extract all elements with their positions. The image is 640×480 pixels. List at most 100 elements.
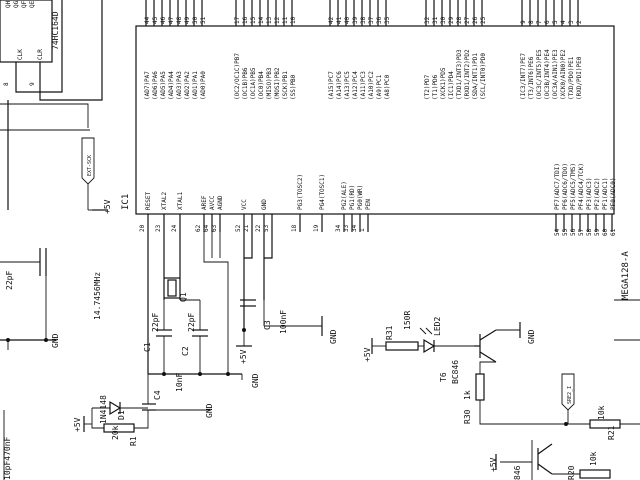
ic1-pf-pin-num: 59 [594, 228, 601, 236]
pin-pg0-name: PG0(WR) [357, 185, 364, 210]
sr-pin-clk: CLK [17, 49, 24, 60]
ic1-pf-pin-num: 57 [578, 228, 585, 236]
ic1-top-pin-name: (IC3/INT7)PE7 [520, 53, 527, 100]
d1-ref: D1 [117, 410, 126, 420]
ic1-top-pin-num: 36 [376, 16, 383, 24]
ic1-top-pin-name: (OC0)PB4 [258, 71, 265, 100]
ic1-top-pin-name: (AD2)PA2 [184, 71, 191, 100]
pin-reset-num: 20 [139, 224, 146, 232]
svg-text:+5V: +5V [73, 417, 82, 432]
ic1-top-pin-name: (T2)PD7 [424, 74, 431, 100]
c4-ref: C4 [153, 390, 162, 400]
ic1-body [135, 25, 615, 215]
pin-pg3-name: PG3(TOSC2) [297, 174, 304, 210]
pin-xtal2-num: 23 [155, 224, 162, 232]
ic1-top-pin-num: 39 [352, 16, 359, 24]
ic1-top-pin-num: 12 [274, 16, 281, 24]
ic1-top-pin-name: (A14)PC6 [336, 71, 343, 100]
ic1-top-pin-num: 49 [184, 16, 191, 24]
pin-vcc-num-52: 52 [235, 224, 242, 232]
ic1-top-pin-name: (AD1)PA1 [192, 71, 199, 100]
r31-value: 150R [403, 311, 412, 330]
pin-pg2-num: 34 [335, 224, 342, 232]
ic1-top-pin-name: (XCK0/AIN0)PE2 [560, 49, 567, 100]
ic1-top-pins: 44(AD7)PA745(AD6)PA646(AD5)PA547(AD4)PA4… [144, 0, 583, 100]
ic1-top-pin-name: (TXD1/INT3)PD3 [456, 49, 463, 100]
pin-avcc-num: 64 [203, 224, 210, 232]
ic1-top-pin-name: (OC2/OC1C)PB7 [234, 53, 241, 100]
pin-pen-name: PEN [365, 199, 372, 210]
ic1-pf-pin-name: PF5(ADC5/TMS) [570, 163, 577, 210]
ic1-top-pin-num: 40 [344, 16, 351, 24]
sr-pin-qh: QH [5, 0, 12, 8]
ic1-left-pins: RESET 20 XTAL2 23 XTAL1 24 AREF 62 AVCC … [139, 174, 372, 232]
ic1-top-pin-num: 4 [560, 20, 567, 24]
resistor-r30: R30 1k [463, 373, 485, 424]
ic1-part-number: MEGA128-A [621, 251, 631, 300]
ic1-top-pin-num: 3 [568, 20, 575, 24]
pin-pg1-name: PG1(RD) [349, 185, 356, 210]
resistor-r21: R21 10k [589, 405, 621, 440]
pin-xtal1-name: XTAL1 [177, 192, 184, 210]
svg-text:SRE2_I: SRE2_I [567, 386, 573, 404]
ic1-top-pin-num: 25 [480, 16, 487, 24]
ic1-pf-pin-num: 54 [554, 228, 561, 236]
pin-pen-num: 1 [359, 228, 366, 232]
transistor-t6: T6 BC846 [439, 329, 497, 384]
ic1-pf-pin-name: PF1(ADC1) [602, 177, 609, 210]
ic1-top-pin-name: (T3/INT6)PE6 [528, 56, 535, 100]
c3-ref: C3 [263, 320, 272, 330]
ic1-pf-pin-name: PF7(ADC7/TDI) [554, 163, 561, 210]
cap-left-bottom-value: 10pF470nF [3, 436, 12, 480]
bc846-partial: 846 [513, 465, 522, 480]
capacitor-c3: C3 100nF [240, 299, 288, 334]
pin-gnd-name: GND [261, 199, 268, 210]
c1-ref: C1 [143, 342, 152, 352]
power-5v-reset: +5V [73, 416, 85, 432]
svg-text:GND: GND [205, 403, 214, 418]
c2-ref: C2 [181, 346, 190, 356]
power-5v-top-left: +5V [92, 199, 112, 214]
ic1-top-pin-num: 9 [520, 20, 527, 24]
ic1-designator: IC1 [121, 194, 131, 210]
ic1-top-pin-num: 44 [144, 16, 151, 24]
t6-value: BC846 [451, 360, 460, 384]
ic1-pf-pin-name: PF4(ADC4/TCK) [578, 163, 585, 210]
r30-value: 1k [463, 390, 472, 400]
ic1-pf-pin-num: 58 [586, 228, 593, 236]
ic1-pf-pin-name: PF0(ADC0) [610, 177, 617, 210]
ic1-top-pin-num: 5 [552, 20, 559, 24]
r21-value: 10k [597, 405, 606, 420]
ic1-top-pin-num: 37 [368, 16, 375, 24]
diode-d1: D1 1N4148 [99, 395, 126, 424]
ic1-top-pin-name: (SCL/INT0)PD0 [480, 53, 487, 100]
sr-pin-qg: QG [13, 0, 20, 8]
ic1-top-pin-num: 7 [536, 20, 543, 24]
svg-text:GND: GND [51, 333, 60, 348]
ic1-top-pin-name: (A10)PC2 [368, 71, 375, 100]
c2-value: 22pF [187, 313, 196, 332]
ic1-pf-pin-num: 55 [562, 228, 569, 236]
ic1-top-pin-name: (A9)PC1 [376, 74, 383, 100]
pin-aref-name: AREF [201, 195, 208, 210]
r20-value: 10k [589, 451, 598, 466]
svg-text:+5V: +5V [489, 457, 498, 472]
pin-pg2-name: PG2(ALE) [341, 181, 348, 210]
sr-pin-clr: CLR [37, 49, 44, 60]
ic1-top-pin-name: (A8)PC0 [384, 74, 391, 100]
r20-ref: R20 [567, 465, 576, 480]
ic1-top-pin-name: (AD0)PA0 [200, 71, 207, 100]
d1-value: 1N4148 [99, 395, 108, 424]
ic1-top-pin-name: (T1)PD6 [432, 74, 439, 100]
ic1-pf-pin-num: 61 [610, 228, 617, 236]
sr-pin-qe: QE [29, 0, 36, 8]
pin-avcc-name: AVCC [209, 195, 216, 210]
ic1-top-pin-num: 29 [448, 16, 455, 24]
resistor-r31: R31 150R [385, 311, 419, 351]
cap-left-top-value: 22pF [5, 271, 14, 290]
ic1-pf-pin-name: PF6(ADC6/TDO) [562, 163, 569, 210]
ic1-top-pin-num: 48 [176, 16, 183, 24]
power-5v-ic: +5V [236, 345, 252, 364]
ic1-top-pin-num: 17 [234, 16, 241, 24]
